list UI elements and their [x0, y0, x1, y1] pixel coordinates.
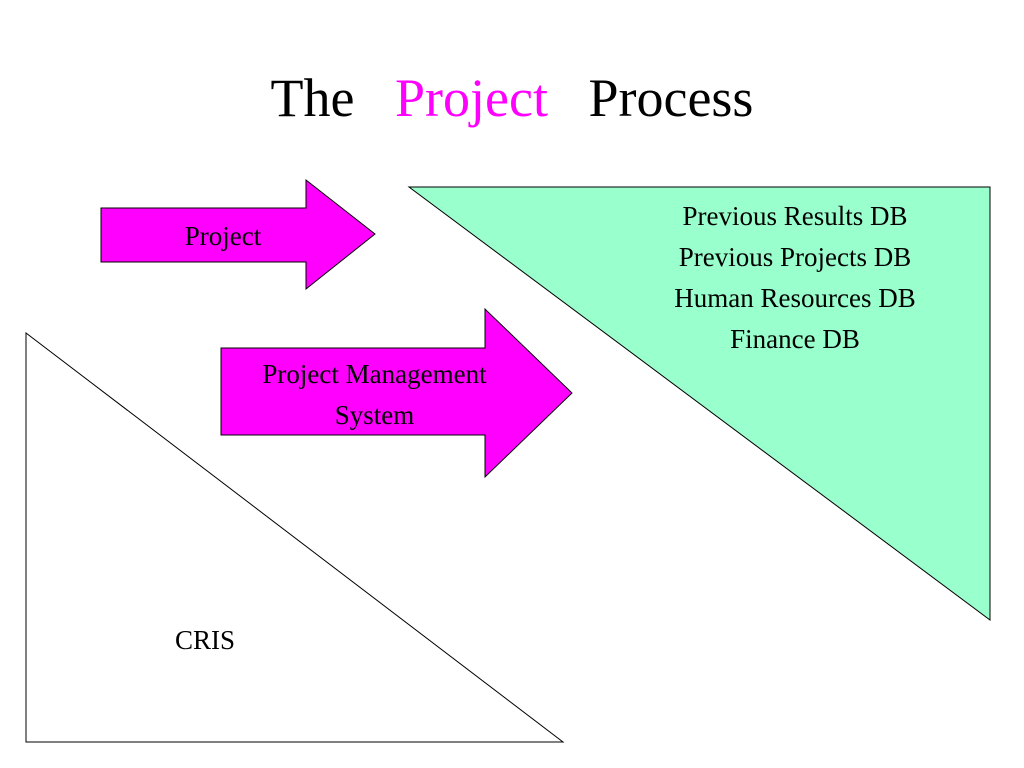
cris-triangle	[25, 331, 565, 743]
project-arrow	[100, 178, 376, 291]
database-item: Previous Projects DB	[678, 242, 912, 272]
pms-arrow-label: Project Management System	[222, 354, 527, 436]
project-arrow-label: Project	[184, 221, 262, 251]
database-item: Human Resources DB	[674, 283, 916, 313]
database-list: Previous Results DB Previous Projects DB…	[620, 196, 970, 360]
pms-arrow	[220, 307, 573, 479]
databases-triangle	[407, 186, 991, 621]
database-item: Finance DB	[730, 324, 860, 354]
pms-label-line-2: System	[334, 400, 415, 430]
title-highlight: Project	[395, 68, 548, 128]
pms-label-line-1: Project Management	[262, 359, 487, 389]
slide-title: The Project Process	[0, 66, 1024, 130]
title-prefix: The	[270, 68, 355, 128]
database-item: Previous Results DB	[682, 201, 908, 231]
title-suffix: Process	[588, 68, 754, 128]
cris-label: CRIS	[174, 625, 236, 655]
